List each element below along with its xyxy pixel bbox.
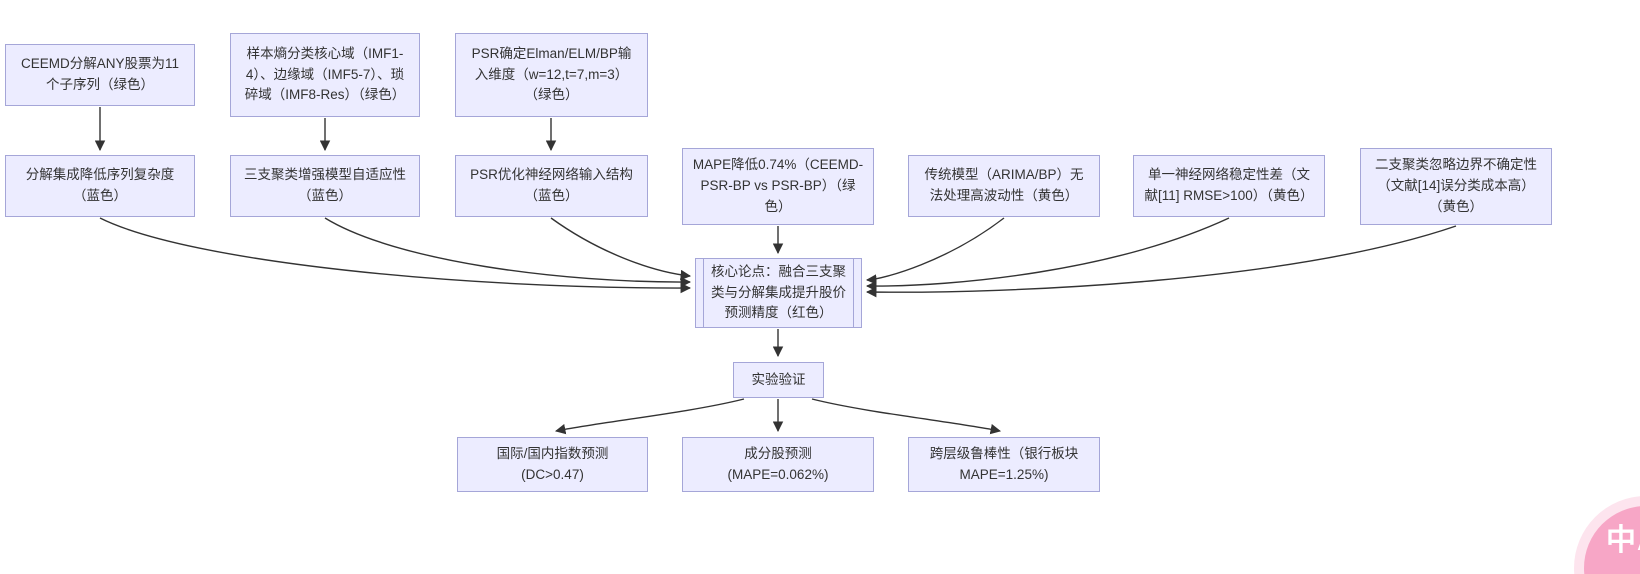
edge-validation-to-index [554,398,745,435]
translate-badge-button[interactable]: 中A [1584,506,1640,574]
node-constituent-stock-prediction: 成分股预测 (MAPE=0.062%) [682,437,874,492]
node-label: 国际/国内指数预测 (DC>0.47) [496,445,609,482]
node-sample-entropy-classification: 样本熵分类核心域（IMF1-4）、边缘域（IMF5-7）、琐碎域（IMF8-Re… [230,33,420,117]
node-experimental-validation: 实验验证 [733,362,824,398]
edge-singlenn-to-core [865,217,1230,292]
node-decomposition-reduces-complexity: 分解集成降低序列复杂度（蓝色） [5,155,195,217]
node-label: 二支聚类忽略边界不确定性（文献[14]误分类成本高）（黄色） [1375,157,1537,214]
node-label: PSR确定Elman/ELM/BP输入维度（w=12,t=7,m=3）（绿色） [471,45,632,103]
node-label: 三支聚类增强模型自适应性（蓝色） [244,167,406,203]
node-label: CEEMD分解ANY股票为11个子序列（绿色） [20,56,180,92]
node-label: 单一神经网络稳定性差（文献[11] RMSE>100）（黄色） [1144,167,1314,203]
node-psr-optimizes-input-structure: PSR优化神经网络输入结构（蓝色） [455,155,648,217]
node-label: 实验验证 [751,371,806,387]
edge-adaptivity-to-core [324,217,692,288]
edge-structure-to-core [550,217,692,281]
node-ceemd-decomposition: CEEMD分解ANY股票为11个子序列（绿色） [5,44,195,106]
node-index-prediction: 国际/国内指数预测 (DC>0.47) [457,437,648,492]
node-psr-input-dimension: PSR确定Elman/ELM/BP输入维度（w=12,t=7,m=3）（绿色） [455,33,648,117]
node-label: 跨层级鲁棒性（银行板块 MAPE=1.25%) [929,445,1079,482]
node-label: MAPE降低0.74%（CEEMD-PSR-BP vs PSR-BP）（绿色） [692,157,864,214]
node-traditional-model-limitation: 传统模型（ARIMA/BP）无法处理高波动性（黄色） [908,155,1100,217]
edge-complexity-to-core [99,217,692,294]
node-cross-level-robustness: 跨层级鲁棒性（银行板块 MAPE=1.25%) [908,437,1100,492]
edge-validation-to-robustness [811,398,1002,435]
edge-twoway-to-core [865,225,1457,298]
edge-traditional-to-core [865,217,1005,285]
node-label: PSR优化神经网络输入结构（蓝色） [470,167,633,203]
node-three-way-clustering-adaptivity: 三支聚类增强模型自适应性（蓝色） [230,155,420,217]
node-two-way-clustering-limitation: 二支聚类忽略边界不确定性（文献[14]误分类成本高）（黄色） [1360,148,1552,225]
node-single-nn-instability: 单一神经网络稳定性差（文献[11] RMSE>100）（黄色） [1133,155,1325,217]
node-mape-reduction: MAPE降低0.74%（CEEMD-PSR-BP vs PSR-BP）（绿色） [682,148,874,225]
node-label: 传统模型（ARIMA/BP）无法处理高波动性（黄色） [924,167,1084,203]
node-core-thesis: 核心论点：融合三支聚类与分解集成提升股价预测精度（红色） [695,258,862,328]
node-label: 核心论点：融合三支聚类与分解集成提升股价预测精度（红色） [711,263,846,321]
node-label: 样本熵分类核心域（IMF1-4）、边缘域（IMF5-7）、琐碎域（IMF8-Re… [244,45,406,103]
node-label: 分解集成降低序列复杂度（蓝色） [25,167,175,203]
node-label: 成分股预测 (MAPE=0.062%) [727,445,829,482]
translate-icon: 中A [1606,524,1640,557]
